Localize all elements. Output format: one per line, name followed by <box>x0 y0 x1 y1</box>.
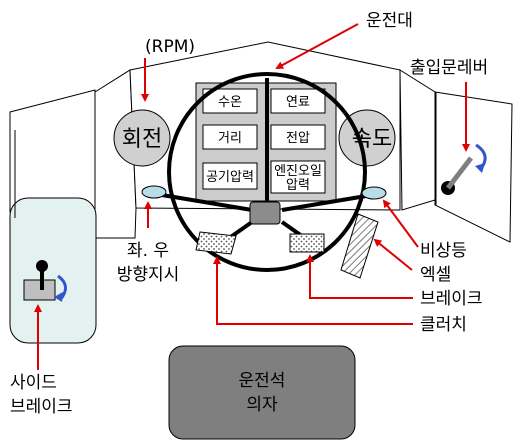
steering-label: 운전대 <box>366 11 413 31</box>
steering-arrow <box>275 23 359 69</box>
clutch-pedal <box>195 231 237 255</box>
door-lever-icon <box>441 143 487 195</box>
side-brake-lever-icon <box>23 260 56 301</box>
water-temp-label: 수온 <box>218 95 242 110</box>
turn-signal-label-2: 방향지시 <box>117 265 180 285</box>
oil-pressure-label-2: 압력 <box>286 178 310 193</box>
dashboard-right-panel <box>399 69 436 211</box>
hazard-light <box>361 186 387 200</box>
seat-label-2: 의자 <box>246 395 278 415</box>
seat-label-1: 운전석 <box>239 371 286 391</box>
oil-pressure-label-1: 엔진오일 <box>274 164 322 179</box>
side-brake-label-2: 브레이크 <box>10 397 73 417</box>
accelerator-arrow <box>373 238 413 271</box>
clutch-arrow <box>213 256 413 325</box>
steering-wheel <box>155 72 379 272</box>
fuel-box <box>270 88 326 114</box>
tachometer-label: 회전 <box>122 127 162 152</box>
hazard-label: 비상등 <box>420 241 467 261</box>
brake-arrow <box>306 254 413 299</box>
distance-box <box>202 124 258 150</box>
door-lever-label: 출입문레버 <box>410 58 488 78</box>
side-brake-panel <box>9 197 97 344</box>
accelerator-pedal <box>340 213 379 279</box>
fuel-label: 연료 <box>286 95 310 110</box>
distance-label: 거리 <box>218 131 242 146</box>
air-pressure-label: 공기압력 <box>206 170 254 185</box>
rpm-label: (RPM) <box>145 37 195 57</box>
voltage-box <box>270 124 326 150</box>
oil-pressure-box <box>270 160 326 194</box>
clutch-label: 클러치 <box>420 315 467 335</box>
tachometer-gauge <box>113 109 171 167</box>
callout-arrows <box>34 23 470 370</box>
brake-label: 브레이크 <box>420 289 483 309</box>
driver-seat <box>168 345 356 440</box>
side-brake-label-1: 사이드 <box>10 373 57 393</box>
brake-pedal <box>289 233 325 253</box>
air-pressure-box <box>202 162 258 190</box>
dashboard-far-right-panel <box>434 91 513 243</box>
hazard-arrow <box>382 199 419 248</box>
voltage-label: 전압 <box>286 131 310 146</box>
turn-signal-label-1: 좌. 우 <box>127 241 169 261</box>
turn-signal-light <box>141 185 167 199</box>
accelerator-label: 엑셀 <box>420 265 451 285</box>
side-brake-rotate-icon <box>54 274 67 302</box>
